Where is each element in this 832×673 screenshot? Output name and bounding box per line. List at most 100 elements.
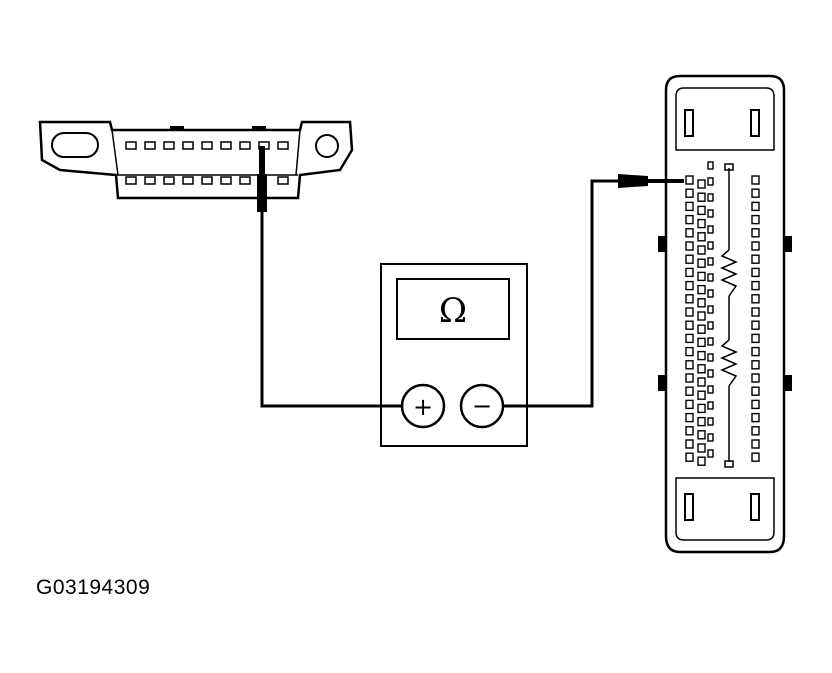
module-pin	[751, 386, 760, 396]
module-pin	[707, 417, 714, 426]
module-pin	[751, 307, 760, 317]
module-pin	[707, 289, 714, 298]
module-pin	[685, 241, 694, 251]
module-pin	[707, 273, 714, 282]
figure-id: G03194309	[36, 576, 151, 599]
module-pin	[751, 254, 760, 264]
module-pin	[685, 452, 694, 462]
module-pin	[685, 307, 694, 317]
module-pin	[697, 430, 706, 440]
module-pin	[751, 439, 760, 449]
module-pin	[685, 201, 694, 212]
module-pin	[707, 385, 714, 394]
mounting-hole-left	[51, 132, 99, 158]
module-pin	[697, 284, 706, 295]
module-pin	[751, 280, 760, 291]
module-pin	[707, 369, 714, 378]
module-pin	[751, 201, 760, 212]
module-pin-grid	[685, 161, 760, 466]
module-pin	[685, 439, 694, 449]
module-pin	[751, 399, 760, 410]
positive-terminal-label: +	[413, 393, 433, 421]
module-pin	[685, 373, 694, 383]
module-pin	[685, 254, 694, 264]
module-pin	[707, 337, 714, 346]
module-pin	[751, 452, 760, 462]
module-pin	[697, 337, 706, 348]
module-pin	[751, 175, 760, 185]
module-pin	[697, 403, 706, 414]
negative-test-lead	[503, 179, 620, 408]
probe-tip-dlc	[257, 146, 267, 212]
module-pin	[707, 177, 714, 186]
negative-terminal	[459, 383, 505, 429]
module-pin	[685, 280, 694, 291]
module-pin	[751, 412, 760, 423]
module-pin	[697, 232, 706, 242]
module-pin	[707, 305, 714, 314]
module-pin	[697, 218, 706, 229]
ohm-symbol: Ω	[439, 291, 467, 331]
module-pin	[697, 324, 706, 334]
module-pin	[685, 426, 694, 436]
module-pin	[707, 209, 714, 218]
module-pin	[707, 401, 714, 410]
module-pin	[751, 360, 760, 370]
module-pin	[697, 350, 706, 361]
positive-terminal	[400, 383, 446, 429]
data-link-connector	[38, 120, 354, 212]
module-pin	[697, 298, 706, 308]
module-pin	[707, 225, 714, 234]
module-pin	[751, 188, 760, 198]
module-pin	[751, 214, 760, 225]
module-pin	[685, 294, 694, 304]
module-pin	[697, 377, 706, 387]
module-connector	[658, 74, 792, 554]
module-pin	[751, 228, 760, 238]
multimeter: Ω + −	[380, 263, 528, 447]
module-pin	[751, 241, 760, 251]
module-pin	[751, 426, 760, 436]
module-pin	[685, 333, 694, 344]
module-pin	[697, 416, 706, 427]
module-pin	[685, 175, 694, 185]
module-pin	[697, 245, 706, 255]
module-pin	[707, 193, 714, 202]
module-pin	[685, 360, 694, 370]
module-pin	[707, 257, 714, 266]
meter-display	[396, 278, 510, 340]
module-pin	[697, 179, 706, 189]
module-pin	[685, 399, 694, 410]
mounting-hole-right	[315, 134, 339, 158]
module-pin	[751, 267, 760, 278]
module-pin	[697, 364, 706, 374]
module-pin	[707, 161, 714, 170]
module-pin	[697, 456, 706, 466]
module-pin	[751, 320, 760, 330]
positive-test-lead	[260, 210, 402, 408]
module-pin	[685, 320, 694, 330]
module-pin	[697, 443, 706, 453]
module-pin	[751, 346, 760, 357]
module-pin	[685, 228, 694, 238]
module-pin	[751, 333, 760, 344]
dlc-pins-top-row	[125, 141, 289, 150]
module-pin	[685, 188, 694, 198]
module-pin	[751, 294, 760, 304]
module-pin	[685, 214, 694, 225]
module-pin	[697, 192, 706, 202]
negative-terminal-label: −	[472, 392, 492, 420]
module-pin	[697, 311, 706, 321]
module-pin	[707, 353, 714, 362]
module-pin	[697, 205, 706, 216]
dlc-pins-bottom-row	[125, 176, 289, 185]
module-pin	[697, 271, 706, 282]
module-pin	[707, 241, 714, 250]
module-pin	[697, 258, 706, 268]
module-pin	[697, 390, 706, 400]
module-pin	[707, 433, 714, 442]
module-pin	[685, 267, 694, 278]
module-pin	[685, 412, 694, 423]
module-pin	[707, 321, 714, 330]
